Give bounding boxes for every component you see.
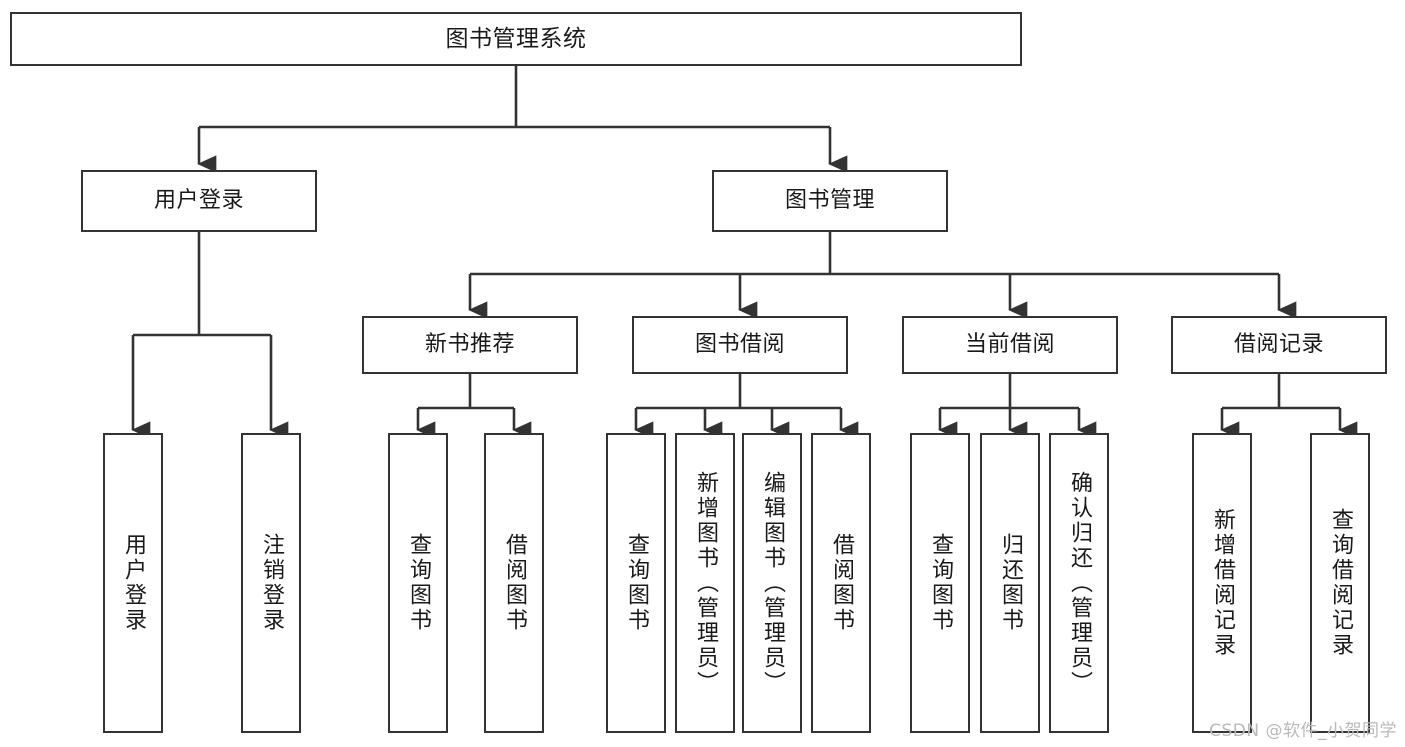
leaf-current-confirm-return-admin[interactable]: 确认归还（管理员） (1049, 433, 1109, 733)
node-label: 图书借阅 (694, 332, 785, 358)
node-label: 用户登录 (153, 188, 244, 214)
leaf-borrow-add-book-admin[interactable]: 新增图书（管理员） (675, 433, 735, 733)
leaf-record-query-borrow-record[interactable]: 查询借阅记录 (1310, 433, 1370, 733)
leaf-new-book-query[interactable]: 查询图书 (388, 433, 448, 733)
node-book-management[interactable]: 图书管理 (712, 170, 948, 232)
node-book-borrowing[interactable]: 图书借阅 (632, 316, 848, 374)
node-label: 查询借阅记录 (1328, 508, 1353, 658)
node-user-login[interactable]: 用户登录 (81, 170, 317, 232)
node-borrowing-record[interactable]: 借阅记录 (1171, 316, 1387, 374)
node-label: 图书管理系统 (445, 25, 587, 52)
node-current-borrowing[interactable]: 当前借阅 (902, 316, 1118, 374)
node-label: 当前借阅 (964, 332, 1055, 358)
leaf-current-query-book[interactable]: 查询图书 (910, 433, 970, 733)
node-label: 编辑图书（管理员） (760, 470, 785, 696)
node-label: 用户登录 (121, 533, 146, 633)
leaf-user-login-signout[interactable]: 注销登录 (241, 433, 301, 733)
node-label: 新书推荐 (424, 332, 515, 358)
csdn-watermark: CSDN @软件_小贺同学 (1209, 721, 1397, 741)
node-label: 借阅图书 (829, 533, 854, 633)
leaf-borrow-borrow-book[interactable]: 借阅图书 (811, 433, 871, 733)
leaf-record-add-borrow-record[interactable]: 新增借阅记录 (1192, 433, 1252, 733)
node-label: 借阅图书 (502, 533, 527, 633)
node-label: 查询图书 (624, 533, 649, 633)
node-label: 新增借阅记录 (1210, 508, 1235, 658)
node-label: 注销登录 (259, 533, 284, 633)
node-new-book-recommendation[interactable]: 新书推荐 (362, 316, 578, 374)
leaf-borrow-query-book[interactable]: 查询图书 (606, 433, 666, 733)
node-label: 借阅记录 (1233, 332, 1324, 358)
leaf-current-return-book[interactable]: 归还图书 (980, 433, 1040, 733)
leaf-user-login-signin[interactable]: 用户登录 (103, 433, 163, 733)
node-root-book-management-system[interactable]: 图书管理系统 (10, 12, 1022, 66)
node-label: 归还图书 (998, 533, 1023, 633)
node-label: 查询图书 (406, 533, 431, 633)
node-label: 图书管理 (784, 188, 875, 214)
node-label: 确认归还（管理员） (1067, 470, 1092, 696)
leaf-new-book-borrow[interactable]: 借阅图书 (484, 433, 544, 733)
leaf-borrow-edit-book-admin[interactable]: 编辑图书（管理员） (742, 433, 802, 733)
node-label: 新增图书（管理员） (693, 470, 718, 696)
node-label: 查询图书 (928, 533, 953, 633)
